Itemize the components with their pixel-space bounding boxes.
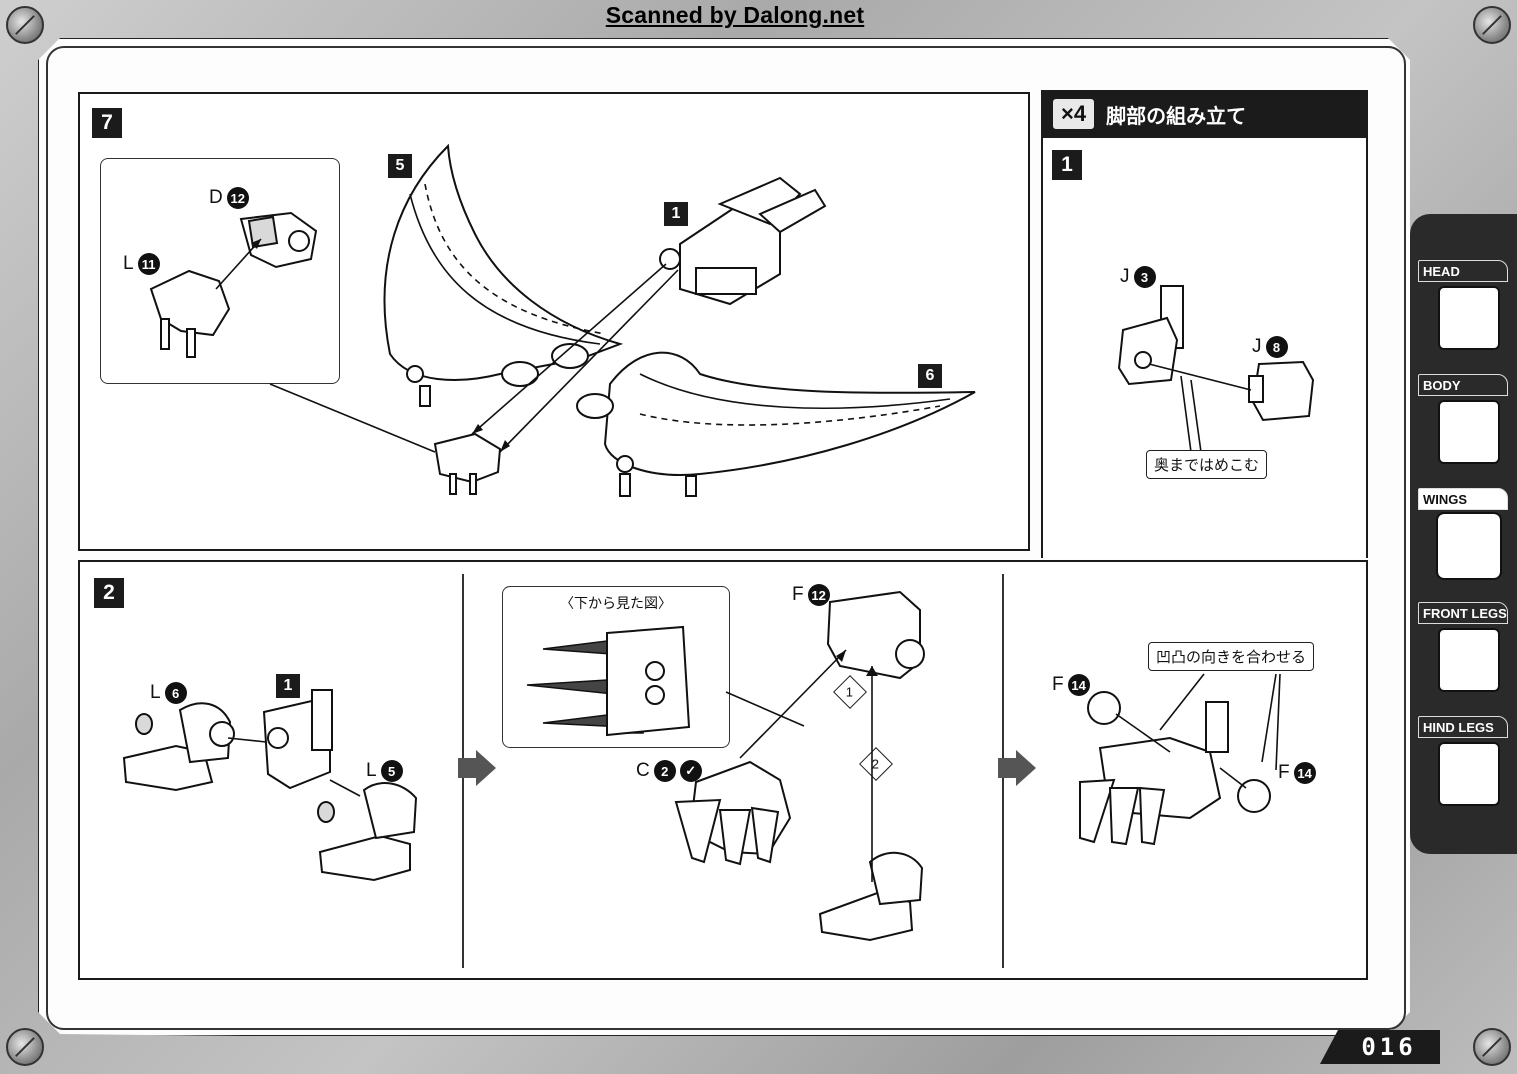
- tab-body[interactable]: BODY: [1418, 374, 1515, 474]
- tab-label: FRONT LEGS: [1418, 602, 1508, 624]
- inset-title: 〈下から見た図〉: [560, 596, 672, 612]
- step-1-drawing: [1117, 285, 1315, 453]
- multiplier-badge: ×4: [1053, 99, 1095, 129]
- note-push-all-the-way: 奥まではめこむ: [1146, 450, 1268, 479]
- screw-icon-bottom-left: [6, 1028, 44, 1066]
- view-from-below-inset: 〈下から見た図〉: [502, 586, 730, 748]
- tab-label: HIND LEGS: [1418, 716, 1508, 738]
- gate-mark-icon: ✓: [679, 760, 702, 782]
- body-icon: [1438, 400, 1500, 464]
- screw-icon-top-left: [6, 6, 44, 44]
- part-label-f12: F 12: [792, 584, 830, 606]
- callout-1: 1: [664, 202, 688, 226]
- wing-assembly-drawing: [269, 143, 976, 497]
- callout-1: 1: [276, 674, 300, 698]
- callout-6: 6: [918, 364, 942, 388]
- tab-label: HEAD: [1418, 260, 1508, 282]
- callout-5: 5: [388, 154, 412, 178]
- part-label-c2: C 2 ✓: [636, 760, 702, 782]
- page-number: 016: [1320, 1030, 1440, 1064]
- view-from-below-drawing: [526, 625, 691, 737]
- tab-label: BODY: [1418, 374, 1508, 396]
- section-header: ×4 脚部の組み立て: [1041, 90, 1367, 138]
- tab-label: WINGS: [1418, 488, 1508, 510]
- step-2-badge: 2: [94, 578, 124, 608]
- part-label-f14-left: F 14: [1052, 674, 1090, 696]
- front-legs-icon: [1438, 628, 1500, 692]
- tab-hind-legs[interactable]: HIND LEGS: [1418, 716, 1515, 816]
- hind-legs-icon: [1438, 742, 1500, 806]
- inset-parts-drawing: [149, 211, 318, 358]
- step-1-badge: 1: [1052, 150, 1082, 180]
- part-label-l6: L 6: [150, 682, 187, 704]
- next-step-arrow-icon: [458, 750, 496, 786]
- note-align-notches: 凹凸の向きを合わせる: [1148, 642, 1315, 671]
- step-1-panel: [1041, 90, 1368, 558]
- next-step-arrow-icon: [998, 750, 1036, 786]
- tab-head[interactable]: HEAD: [1418, 260, 1515, 360]
- part-label-l11: L 11: [123, 253, 160, 275]
- tab-front-legs[interactable]: FRONT LEGS: [1418, 602, 1515, 702]
- scan-credit: Scanned by Dalong.net: [605, 2, 865, 28]
- screw-icon-top-right: [1473, 6, 1511, 44]
- part-label-d12: D 12: [209, 187, 249, 209]
- tab-wings[interactable]: WINGS: [1418, 488, 1515, 588]
- part-label-j3: J 3: [1120, 266, 1156, 288]
- part-label-j8: J 8: [1252, 336, 1288, 358]
- step-7-badge: 7: [92, 108, 122, 138]
- step-7-detail-inset: D 12 L 11: [100, 158, 340, 384]
- wings-icon: [1436, 512, 1502, 580]
- step-7-panel: 7 D 12 L 11 5 1 6: [78, 92, 1030, 551]
- part-label-l5: L 5: [366, 760, 403, 782]
- part-label-f14-right: F 14: [1278, 762, 1316, 784]
- screw-icon-bottom-right: [1473, 1028, 1511, 1066]
- head-icon: [1438, 286, 1500, 350]
- step-2-drawing: [122, 590, 1281, 942]
- section-title: 脚部の組み立て: [1106, 103, 1247, 128]
- step-2-panel: 2 1 L 6 L 5 〈下から見た図〉 F 12 C 2 ✓ 1 2 F: [78, 560, 1368, 980]
